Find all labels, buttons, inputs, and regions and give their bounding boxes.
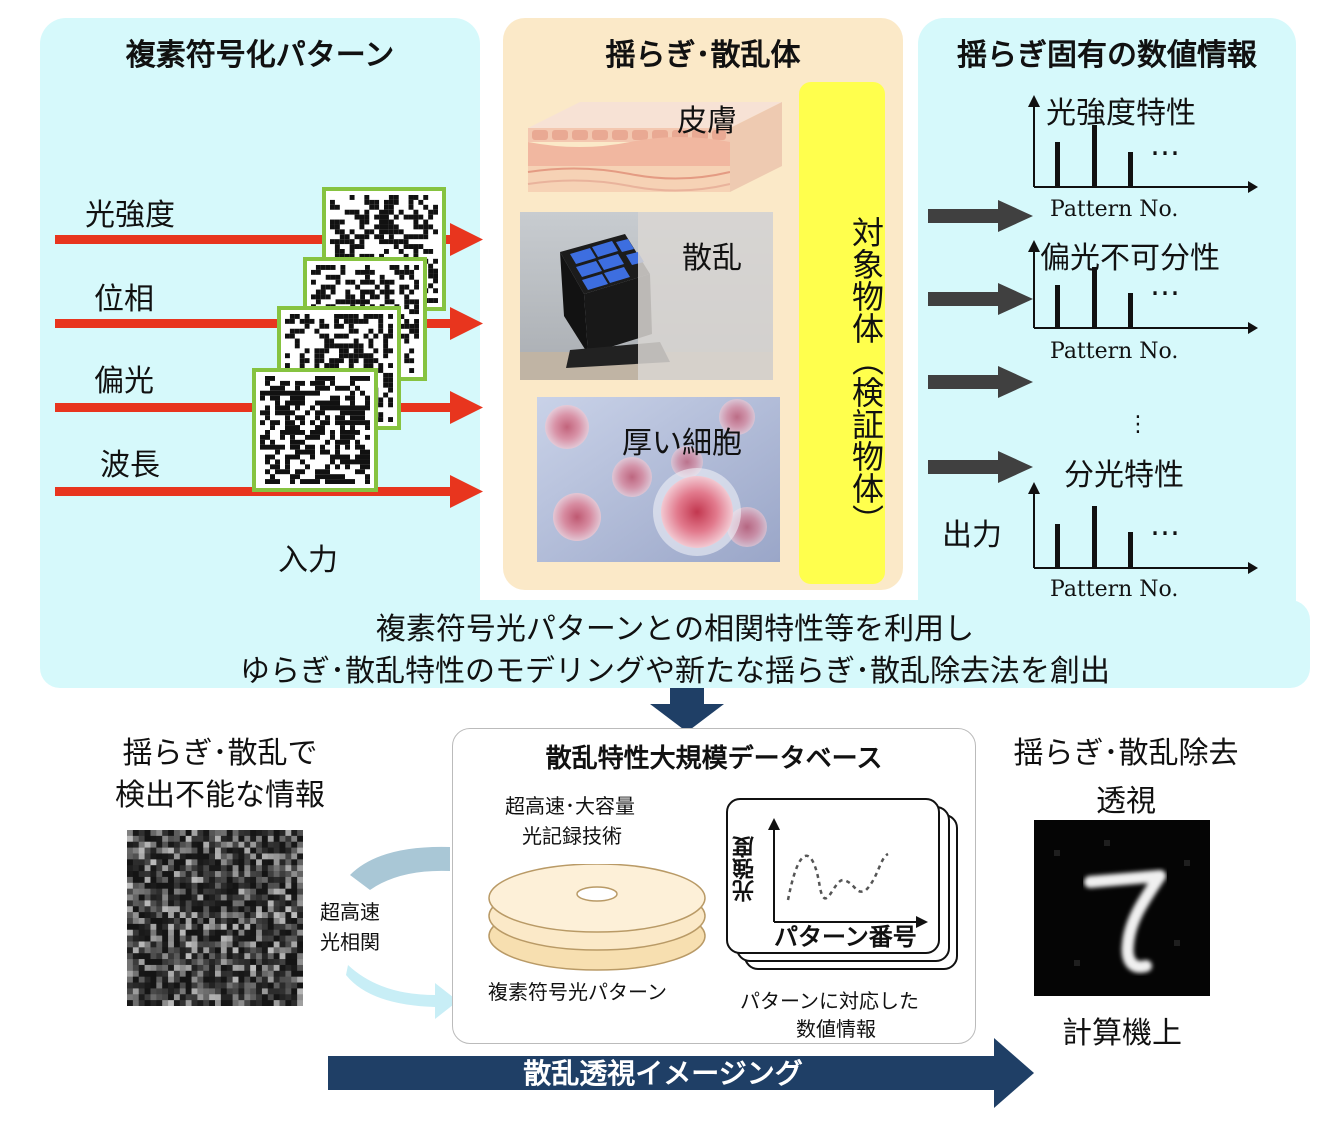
thick-cell-label: 厚い細胞: [622, 426, 742, 461]
graph-card-front: [726, 798, 940, 954]
input-panel-title: 複素符号化パターン: [125, 38, 395, 73]
spectral-graph-label: 分光特性: [1064, 458, 1184, 493]
database-tech-line-1: 超高速･大容量: [505, 794, 635, 818]
channel-label-wavelength: 波長: [100, 448, 160, 483]
polarization-graph: [1028, 240, 1258, 334]
intensity-graph-label: 光強度特性: [1046, 96, 1196, 131]
spectral-graph: [1028, 482, 1258, 574]
target-object-box: [799, 82, 885, 584]
channel-label-polarization: 偏光: [94, 364, 154, 399]
descatter-title-1: 揺らぎ･散乱除去: [1013, 736, 1239, 771]
cells-image: [537, 397, 780, 562]
undetectable-title-1: 揺らぎ･散乱で: [122, 736, 318, 771]
skin-image: [520, 80, 792, 205]
output-label: 出力: [942, 518, 1002, 553]
scatter-panel-title: 揺らぎ･散乱体: [605, 38, 801, 73]
down-arrow: [650, 688, 724, 732]
channel-label-intensity: 光強度: [85, 198, 175, 233]
reconstructed-digit-image: [1034, 820, 1210, 996]
coded-pattern-4: [252, 368, 378, 492]
database-curve-graph: [768, 818, 928, 928]
intensity-graph-axis: Pattern No.: [1050, 197, 1179, 222]
computer-caption: 計算機上: [1062, 1016, 1182, 1051]
graph-caption-line-1: パターンに対応した: [740, 989, 919, 1013]
spectral-graph-axis: Pattern No.: [1050, 577, 1179, 602]
spectral-graph-ellipsis: …: [1150, 508, 1180, 543]
optical-disc-stack: [488, 864, 706, 971]
output-arrows: [928, 200, 1033, 483]
summary-line-1: 複素符号光パターンとの相関特性等を利用し: [375, 612, 975, 647]
graph-caption-line-2: 数値情報: [796, 1017, 876, 1041]
graph-xlabel: パターン番号: [774, 923, 917, 951]
polarization-graph-axis: Pattern No.: [1050, 339, 1179, 364]
polarization-graph-ellipsis: …: [1150, 268, 1180, 303]
speckle-image: [127, 830, 303, 1006]
undetectable-title-2: 検出不能な情報: [115, 778, 325, 813]
descatter-title-2: 透視: [1096, 784, 1156, 819]
channel-label-phase: 位相: [94, 282, 154, 317]
correlation-curved-arrows: [346, 846, 458, 1019]
intensity-graph-ellipsis: …: [1150, 128, 1180, 163]
output-panel-title: 揺らぎ固有の数値情報: [957, 38, 1257, 73]
correlation-label-2: 光相関: [320, 930, 380, 954]
imaging-arrow-label: 散乱透視イメージング: [523, 1057, 803, 1090]
correlation-label-1: 超高速: [320, 900, 380, 924]
skin-label: 皮膚: [677, 104, 737, 139]
summary-line-2: ゆらぎ･散乱特性のモデリングや新たな揺らぎ･散乱除去法を創出: [240, 654, 1110, 689]
target-object-label: 対象物体（検証物体）: [847, 216, 885, 536]
cube-image: [520, 212, 773, 380]
output-panel: [918, 18, 1296, 663]
summary-band: [40, 600, 1310, 688]
database-title: 散乱特性大規模データベース: [545, 744, 883, 774]
polarization-graph-label: 偏光不可分性: [1040, 241, 1220, 276]
imaging-arrow: [328, 1038, 1034, 1108]
vertical-ellipsis: ⋮: [1127, 412, 1149, 437]
input-label: 入力: [278, 543, 338, 578]
scatter-label: 散乱: [682, 241, 742, 276]
disc-caption: 複素符号光パターン: [488, 980, 667, 1004]
graph-ylabel: 光強度: [733, 836, 758, 902]
database-tech-line-2: 光記録技術: [522, 824, 622, 848]
intensity-graph: [1028, 95, 1258, 193]
